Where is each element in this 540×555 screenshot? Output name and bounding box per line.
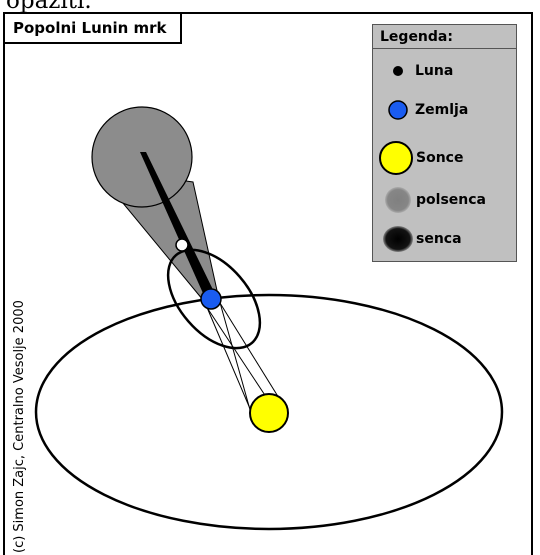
legend-item-zemlja: Zemlja (373, 95, 516, 125)
diagram-title: Popolni Lunin mrk (3, 12, 182, 44)
legend-item-sonce: Sonce (373, 141, 516, 175)
legend-label-sonce: Sonce (416, 150, 464, 166)
legend-item-polsenca: polsenca (373, 185, 516, 215)
cut-off-text: opaziti. (6, 0, 92, 14)
legend-item-luna: Luna (373, 56, 516, 86)
legend-title: Legenda: (373, 25, 516, 49)
legend-label-luna: Luna (415, 63, 454, 79)
umbra-icon (383, 226, 413, 252)
umbra-cone (140, 152, 218, 300)
legend-label-senca: senca (416, 231, 462, 247)
moon-icon (393, 66, 403, 76)
legend-item-senca: senca (373, 224, 516, 254)
legend: Legenda: Luna Zemlja Sonce polsenca senc… (372, 24, 517, 262)
moon-orbit (166, 248, 262, 350)
legend-label-polsenca: polsenca (416, 192, 486, 208)
earth (200, 288, 222, 310)
legend-label-zemlja: Zemlja (415, 102, 469, 118)
copyright-text: (c) Simon Zajc, Centralno Vesolje 2000 (12, 300, 27, 553)
sun-icon (379, 141, 413, 175)
moon (175, 238, 189, 252)
penumbra-icon (385, 187, 411, 213)
penumbra-circle (91, 106, 193, 208)
sun (249, 393, 289, 433)
earth-icon (388, 100, 408, 120)
earth-orbit (34, 293, 504, 531)
